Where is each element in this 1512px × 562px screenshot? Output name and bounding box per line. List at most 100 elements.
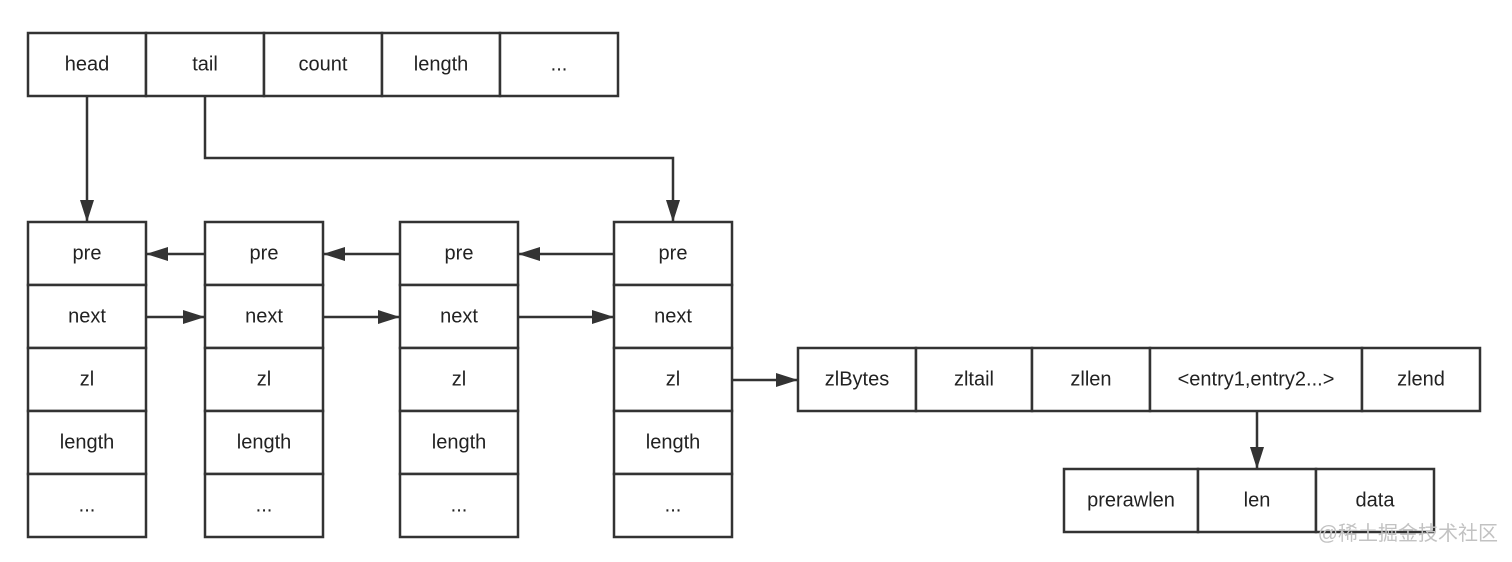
node-3-cell-ellipsis-box bbox=[398, 472, 520, 539]
ziplist-cell-zltail-label: zltail bbox=[954, 369, 994, 391]
header-cell-tail: tail bbox=[144, 31, 266, 98]
entry-cell-data: data bbox=[1314, 467, 1436, 534]
header-cell-length-label: length bbox=[414, 54, 469, 76]
node-2-cell-zl: zl bbox=[203, 346, 325, 413]
node-1-cell-next: next bbox=[26, 283, 148, 350]
ziplist-cell-zltail-box bbox=[914, 346, 1034, 413]
ziplist-cell-zltail: zltail bbox=[914, 346, 1034, 413]
node-3-cell-ellipsis: ... bbox=[398, 472, 520, 539]
node-4-cell-ellipsis-label: ... bbox=[665, 495, 682, 517]
node-4-cell-length-box bbox=[612, 409, 734, 476]
node-4-cell-pre: pre bbox=[612, 220, 734, 287]
node-1-cell-pre: pre bbox=[26, 220, 148, 287]
node-2-cell-next: next bbox=[203, 283, 325, 350]
header-cell-count-label: count bbox=[299, 54, 348, 76]
ziplist-cell-entry1-entry2-label: <entry1,entry2...> bbox=[1178, 369, 1335, 391]
node-4-cell-zl-label: zl bbox=[666, 369, 680, 391]
entry-cell-prerawlen-box bbox=[1062, 467, 1200, 534]
node-1-cell-ellipsis-label: ... bbox=[79, 495, 96, 517]
node-4-cell-zl-box bbox=[612, 346, 734, 413]
ziplist-cell-zlbytes: zlBytes bbox=[796, 346, 918, 413]
node-3-cell-ellipsis-label: ... bbox=[451, 495, 468, 517]
header-cell-head-box bbox=[26, 31, 148, 98]
diagram-boxes: head tail count length... pre next zl length...… bbox=[26, 31, 1482, 539]
node-1-cell-zl-label: zl bbox=[80, 369, 94, 391]
node-4-cell-next-label: next bbox=[654, 306, 692, 328]
node-4-cell-pre-label: pre bbox=[659, 243, 688, 265]
tail-arrow-line bbox=[203, 96, 675, 222]
ziplist-cell-zllen-box bbox=[1030, 346, 1152, 413]
node-2-cell-length-label: length bbox=[237, 432, 292, 454]
header-cell-tail-box bbox=[144, 31, 266, 98]
node-3-cell-zl-box bbox=[398, 346, 520, 413]
node-1-cell-next-label: next bbox=[68, 306, 106, 328]
head-arrow-head bbox=[80, 200, 94, 222]
ziplist-cell-zllen: zllen bbox=[1030, 346, 1152, 413]
node-2-cell-ellipsis-label: ... bbox=[256, 495, 273, 517]
ziplist-cell-zlend: zlend bbox=[1360, 346, 1482, 413]
diagram-connectors bbox=[80, 96, 1264, 469]
node-2-cell-pre: pre bbox=[203, 220, 325, 287]
node-4-cell-ellipsis: ... bbox=[612, 472, 734, 539]
node-1-next-arrow-head bbox=[183, 310, 205, 324]
node-2-cell-next-label: next bbox=[245, 306, 283, 328]
node-3-next-arrow-head bbox=[592, 310, 614, 324]
node-2-cell-length-box bbox=[203, 409, 325, 476]
entry-cell-data-label: data bbox=[1356, 490, 1396, 512]
zl-to-ziplist-arrow-head bbox=[776, 373, 798, 387]
node-3-cell-pre: pre bbox=[398, 220, 520, 287]
node-1-cell-length-label: length bbox=[60, 432, 115, 454]
node-4-cell-length: length bbox=[612, 409, 734, 476]
node-3-cell-next-label: next bbox=[440, 306, 478, 328]
node-4-pre-arrow-head bbox=[518, 247, 540, 261]
node-3-cell-pre-label: pre bbox=[445, 243, 474, 265]
ziplist-cell-zllen-label: zllen bbox=[1070, 369, 1111, 391]
entry-cell-prerawlen-label: prerawlen bbox=[1087, 490, 1175, 512]
node-3-pre-arrow-head bbox=[323, 247, 345, 261]
ziplist-cell-zlend-box bbox=[1360, 346, 1482, 413]
node-2-cell-length: length bbox=[203, 409, 325, 476]
header-cell-ellipsis-box bbox=[498, 31, 620, 98]
node-3-cell-length-label: length bbox=[432, 432, 487, 454]
header-cell-head: head bbox=[26, 31, 148, 98]
node-4-cell-next: next bbox=[612, 283, 734, 350]
entry-cell-len: len bbox=[1196, 467, 1318, 534]
header-cell-ellipsis: ... bbox=[498, 31, 620, 98]
node-1-cell-length: length bbox=[26, 409, 148, 476]
node-2-pre-arrow-head bbox=[146, 247, 168, 261]
node-2-cell-ellipsis: ... bbox=[203, 472, 325, 539]
node-2-cell-ellipsis-box bbox=[203, 472, 325, 539]
node-4-cell-ellipsis-box bbox=[612, 472, 734, 539]
node-4-cell-length-label: length bbox=[646, 432, 701, 454]
node-1-cell-pre-box bbox=[26, 220, 148, 287]
node-2-cell-zl-label: zl bbox=[257, 369, 271, 391]
entry-cell-prerawlen: prerawlen bbox=[1062, 467, 1200, 534]
ziplist-cell-zlend-label: zlend bbox=[1397, 369, 1445, 391]
ziplist-cell-entry1-entry2: <entry1,entry2...> bbox=[1148, 346, 1364, 413]
node-2-next-arrow-head bbox=[378, 310, 400, 324]
ziplist-cell-entry1-entry2-box bbox=[1148, 346, 1364, 413]
ziplist-cell-zlbytes-label: zlBytes bbox=[825, 369, 889, 391]
node-1-cell-zl: zl bbox=[26, 346, 148, 413]
node-2-cell-next-box bbox=[203, 283, 325, 350]
entry-cell-data-box bbox=[1314, 467, 1436, 534]
node-3-cell-next: next bbox=[398, 283, 520, 350]
tail-arrow-head bbox=[666, 200, 680, 222]
node-1-cell-zl-box bbox=[26, 346, 148, 413]
node-3-cell-length-box bbox=[398, 409, 520, 476]
node-1-cell-ellipsis: ... bbox=[26, 472, 148, 539]
header-cell-head-label: head bbox=[65, 54, 110, 76]
node-4-cell-zl: zl bbox=[612, 346, 734, 413]
node-4-cell-next-box bbox=[612, 283, 734, 350]
entry-cell-len-label: len bbox=[1244, 490, 1271, 512]
node-1-cell-ellipsis-box bbox=[26, 472, 148, 539]
header-cell-count-box bbox=[262, 31, 384, 98]
header-cell-length: length bbox=[380, 31, 502, 98]
entries-to-entry-arrow-head bbox=[1250, 447, 1264, 469]
node-2-cell-pre-label: pre bbox=[250, 243, 279, 265]
watermark: @稀土掘金技术社区 bbox=[1317, 523, 1498, 545]
header-cell-ellipsis-label: ... bbox=[551, 54, 568, 76]
node-3-cell-zl: zl bbox=[398, 346, 520, 413]
node-3-cell-zl-label: zl bbox=[452, 369, 466, 391]
